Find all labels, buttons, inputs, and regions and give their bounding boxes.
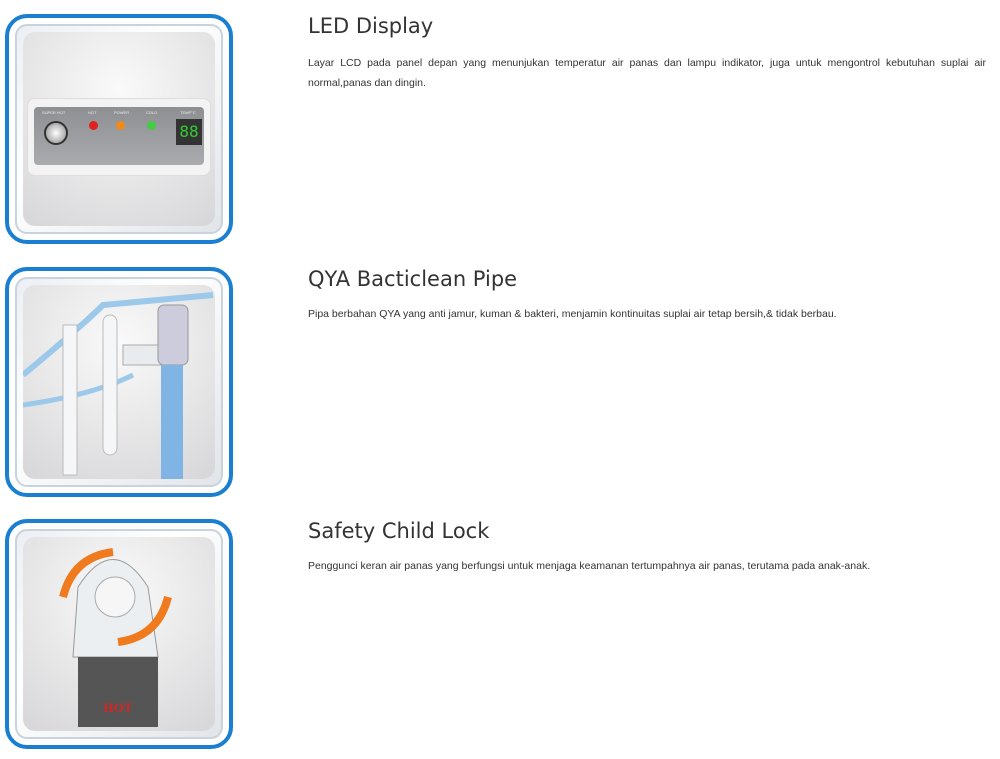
panel-label: SUPER HOT [42, 110, 66, 115]
rotate-arrow-icon [117, 595, 172, 646]
child-lock-image: HOT [5, 519, 233, 749]
super-hot-button-icon [44, 121, 68, 145]
panel-label: POWER [114, 110, 130, 115]
pipe-image [5, 267, 233, 497]
feature-title: Safety Child Lock [308, 519, 490, 543]
feature-led-display: SUPER HOT HOT POWER COLD TEMP°C 88 LED D… [0, 14, 1000, 254]
feature-child-lock: HOT Safety Child Lock Penggunci keran ai… [0, 519, 1000, 759]
feature-pipe: QYA Bacticlean Pipe Pipa berbahan QYA ya… [0, 267, 1000, 507]
feature-description: Pipa berbahan QYA yang anti jamur, kuman… [308, 308, 837, 320]
feature-description: Layar LCD pada panel depan yang menunjuk… [308, 57, 986, 89]
temperature-display: 88 [176, 119, 202, 145]
hot-led-icon [89, 121, 98, 130]
feature-title: QYA Bacticlean Pipe [308, 267, 518, 291]
panel-label: TEMP°C [180, 110, 196, 115]
hot-label: HOT [104, 700, 133, 715]
child-lock-tap-icon: HOT [59, 548, 172, 727]
panel-label: HOT [88, 110, 97, 115]
cold-led-icon [147, 121, 156, 130]
rotate-arrow-icon [59, 548, 114, 599]
pipe-icon [23, 292, 214, 479]
feature-description: Penggunci keran air panas yang berfungsi… [308, 560, 871, 572]
control-panel: SUPER HOT HOT POWER COLD TEMP°C 88 [27, 98, 211, 176]
panel-label: COLD [146, 110, 158, 115]
feature-title: LED Display [308, 14, 434, 38]
led-display-image: SUPER HOT HOT POWER COLD TEMP°C 88 [5, 14, 233, 244]
power-led-icon [116, 121, 125, 130]
